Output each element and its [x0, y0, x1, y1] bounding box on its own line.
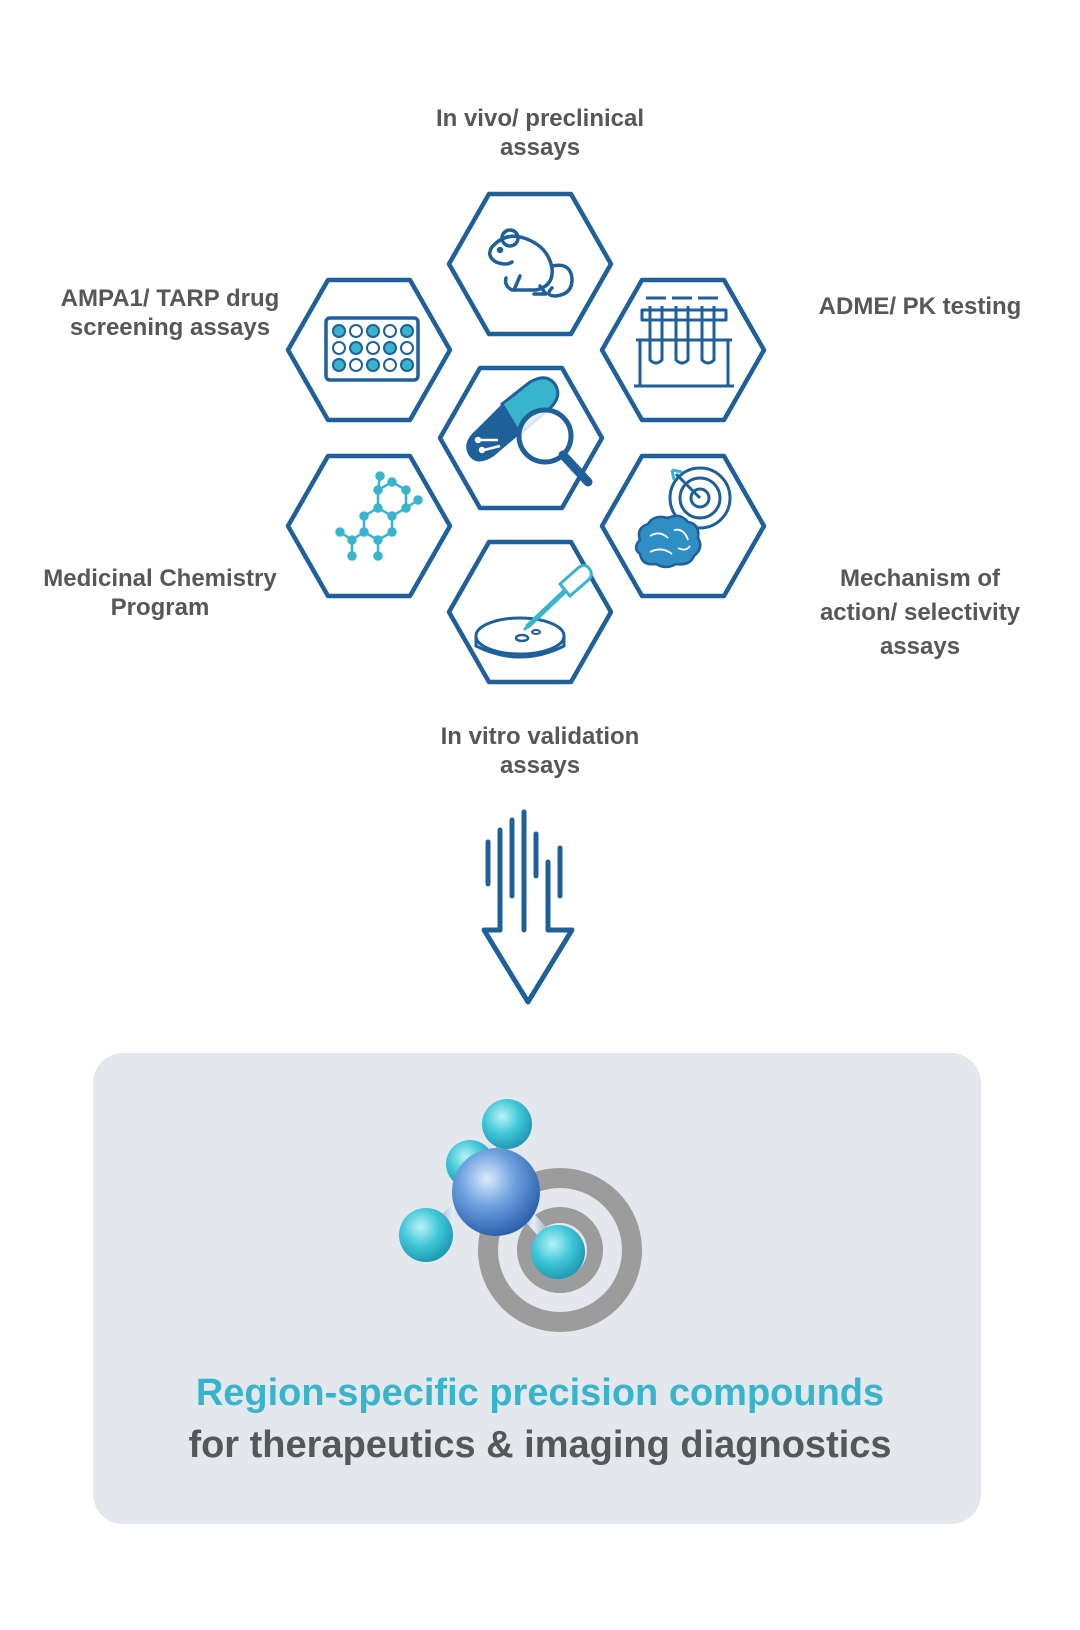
label-ampa1-tarp-screening: AMPA1/ TARP drug screening assays — [20, 284, 320, 342]
label-line: screening assays — [69, 314, 271, 341]
label-line: In vitro validation — [440, 723, 640, 750]
brain-target-icon — [634, 466, 732, 569]
hexagon-top-right — [599, 277, 767, 423]
test-tubes-icon — [634, 296, 734, 388]
well-plate-icon — [324, 316, 420, 382]
label-line: assays — [879, 633, 961, 660]
hexagon-top — [446, 191, 614, 337]
result-box — [93, 1053, 981, 1524]
label-line: assays — [499, 752, 581, 779]
label-line: In vivo/ preclinical — [435, 105, 645, 132]
label-line: Medicinal Chemistry — [43, 565, 277, 592]
down-arrow-icon — [481, 809, 575, 1005]
label-line: assays — [499, 134, 581, 161]
label-line: ADME/ PK testing — [818, 293, 1022, 320]
molecule-icon — [335, 471, 423, 561]
label-medicinal-chemistry: Medicinal Chemistry Program — [10, 564, 310, 622]
label-line: Mechanism of — [839, 565, 1001, 592]
label-in-vitro-validation: In vitro validation assays — [380, 722, 700, 780]
label-line: Program — [110, 594, 210, 621]
result-subtitle: for therapeutics & imaging diagnostics — [188, 1424, 892, 1466]
mouse-icon — [488, 228, 574, 298]
hexagon-bottom-left — [285, 453, 453, 599]
capsule-magnifier-icon — [466, 376, 593, 487]
petri-dish-icon — [474, 563, 593, 659]
label-line: AMPA1/ TARP drug — [60, 285, 280, 312]
label-line: action/ selectivity — [819, 599, 1021, 626]
molecule-target-icon — [399, 1099, 642, 1332]
label-mechanism-of-action: Mechanism of action/ selectivity assays — [780, 562, 1060, 664]
hexagon-bottom — [446, 539, 614, 685]
label-in-vivo-preclinical: In vivo/ preclinical assays — [380, 104, 700, 162]
label-adme-pk-testing: ADME/ PK testing — [780, 292, 1060, 321]
result-title: Region-specific precision compounds — [195, 1372, 885, 1414]
